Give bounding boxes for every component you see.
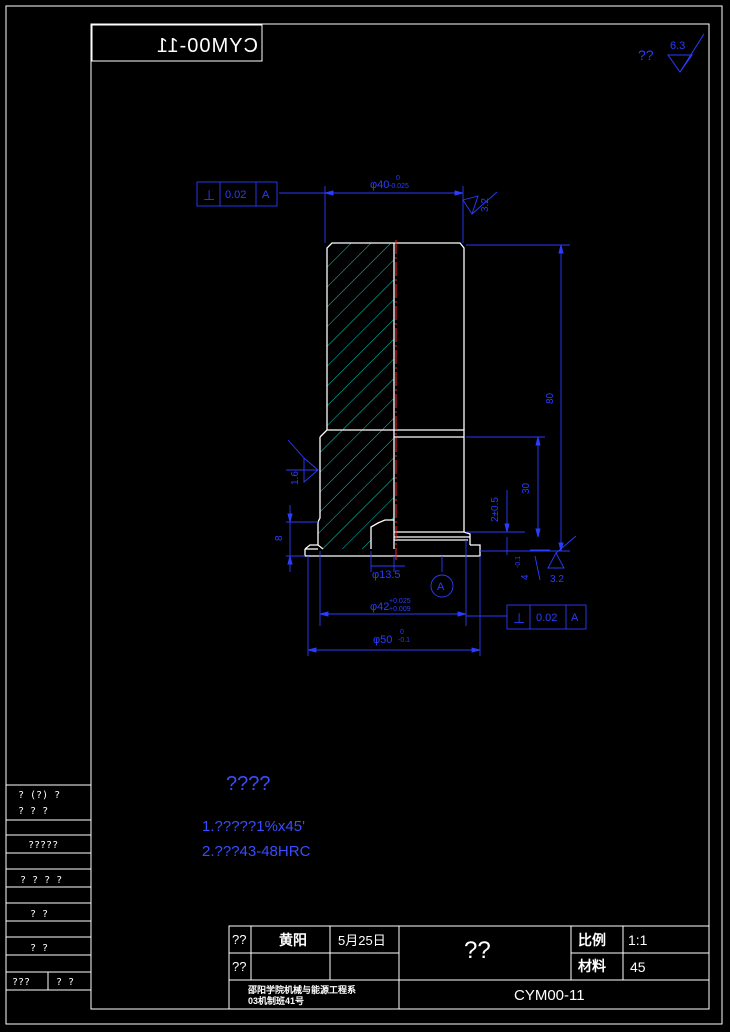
notes-line2: 2.???43-48HRC: [202, 843, 311, 860]
gdt-frame-top: ⊥ 0.02 A: [196, 181, 278, 207]
dim-roughness-top: 3.2: [480, 198, 491, 212]
roughness-symbols: [287, 191, 577, 569]
dim-roughness-bottom: 3.2: [550, 574, 564, 585]
tb-scale-value: 1:1: [628, 932, 648, 948]
general-roughness: ?? 6.3: [638, 33, 705, 73]
gdt-top-symbol: ⊥: [203, 187, 215, 203]
tb-role1: ??: [232, 932, 246, 947]
dim-height-total: 80: [545, 392, 556, 404]
title-block-text: ?? ?? 黄阳 5月25日 ?? 比例 1:1 材料 45 邵阳学院机械与能源…: [232, 932, 648, 1006]
tb-school-line1: 邵阳学院机械与能源工程系: [247, 984, 356, 995]
tb-date: 5月25日: [338, 933, 386, 948]
roughness-top-symbol: [462, 191, 498, 216]
roughness-bottom-symbol: [547, 535, 577, 569]
dim-roughness-left: 1.6: [290, 471, 301, 485]
dim-bore-tol-lower: +0.009: [389, 606, 411, 613]
tb-part-name: ??: [464, 937, 491, 964]
dim-flange-small-tol: -0.1: [515, 556, 522, 568]
dim-flange-height: 8: [274, 535, 285, 541]
tb-name: 黄阳: [279, 932, 307, 948]
left-panel: [6, 784, 91, 991]
datum-a-label: A: [437, 581, 445, 593]
technical-notes: ???? 1.?????1%x45' 2.???43-48HRC: [202, 773, 311, 860]
gdt-frame-bottom: ⊥ 0.02 A: [506, 604, 587, 630]
notes-line1: 1.?????1%x45': [202, 818, 305, 835]
dim-groove-width: 2±0.5: [490, 497, 501, 522]
gdt-bottom-datum: A: [571, 612, 579, 624]
notes-heading: ????: [226, 773, 271, 795]
dim-top-tol-upper: 0: [396, 175, 400, 182]
left-row6b: ? ?: [56, 977, 74, 988]
dim-top-tol-lower: -0.025: [389, 183, 409, 190]
title-block-grid: [228, 925, 710, 1010]
left-row5: ? ?: [30, 943, 48, 954]
dim-outer-tol-lower: -0.1: [398, 637, 410, 644]
roughness-value: 6.3: [670, 40, 685, 52]
dim-outer-tol-upper: 0: [400, 629, 404, 636]
tb-material-value: 45: [630, 959, 646, 975]
dim-top-diameter: φ40: [370, 179, 389, 191]
roughness-left-symbol: [287, 439, 319, 483]
tb-school-line2: 03机制班41号: [248, 995, 304, 1006]
datum-a-marker: A: [430, 574, 454, 598]
gdt-bottom-value: 0.02: [536, 612, 557, 624]
left-row4: ? ?: [30, 909, 48, 920]
dim-bore-tol-upper: +0.025: [389, 598, 411, 605]
tb-role2: ??: [232, 959, 246, 974]
roughness-symbol: [667, 33, 705, 73]
top-code-mirrored: CYM00-11: [156, 35, 258, 57]
roughness-label: ??: [638, 47, 654, 63]
gdt-top-value: 0.02: [225, 189, 246, 201]
gdt-bottom-symbol: ⊥: [513, 610, 525, 626]
top-code-box: CYM00-11: [91, 24, 263, 62]
outer-border: [5, 5, 723, 1025]
gdt-top-datum: A: [262, 189, 270, 201]
left-row2: ?????: [28, 840, 58, 851]
section-hatch: [318, 243, 394, 549]
left-row3: ? ? ? ?: [20, 875, 62, 886]
dim-bottom-hole: φ13.5: [372, 569, 401, 581]
left-row6a: ???: [12, 977, 30, 988]
left-panel-text: ? (?) ? ? ? ? ????? ? ? ? ? ? ? ? ? ??? …: [12, 790, 74, 988]
dim-flange-small: 4: [520, 574, 531, 580]
tb-scale-label: 比例: [578, 932, 606, 948]
dim-bore-diameter: φ42: [370, 601, 389, 613]
left-row1b: ? ? ?: [18, 806, 48, 817]
dimension-lines: [279, 186, 570, 656]
dim-height-mid: 30: [521, 482, 532, 494]
dimension-texts: φ40 0 -0.025 3.2 1.6 3.2 80 30 2±0.5 8 4…: [274, 175, 564, 646]
left-row1a: ? (?) ?: [18, 790, 60, 801]
dim-outer-diameter: φ50: [373, 634, 392, 646]
tb-drawing-code: CYM00-11: [514, 987, 585, 1004]
tb-material-label: 材料: [578, 958, 606, 974]
